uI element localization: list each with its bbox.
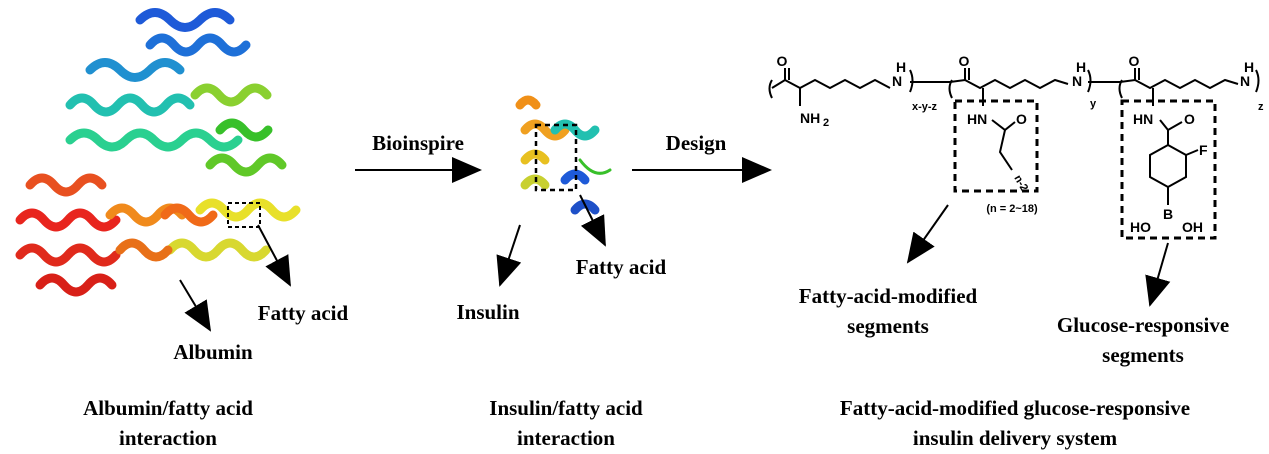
svg-text:H: H <box>896 59 906 75</box>
glucose-segment-label-1: Glucose-responsive <box>1057 313 1229 337</box>
svg-text:O: O <box>959 53 970 69</box>
svg-text:H: H <box>1076 59 1086 75</box>
insulin-structure <box>515 95 612 215</box>
glucose-responsive-box <box>1120 99 1217 240</box>
fatty-acid-segment-label-2: segments <box>847 314 929 338</box>
insulin-caption-1: Insulin/fatty acid <box>489 396 643 420</box>
svg-text:B: B <box>1163 206 1173 222</box>
system-caption-2: insulin delivery system <box>913 426 1118 450</box>
insulin-pointer-arrow <box>496 224 522 287</box>
polymer-structure: O NH 2 N H x-y-z O HN O n-2 N H y (n = 2… <box>768 53 1264 240</box>
fatty-acid-segment-arrow <box>906 204 949 264</box>
design-label: Design <box>666 131 727 155</box>
n-range-label: (n = 2~18) <box>986 203 1038 215</box>
albumin-caption-2: interaction <box>119 426 217 450</box>
albumin-fatty-acid-label: Fatty acid <box>258 301 349 325</box>
svg-text:N: N <box>892 73 902 89</box>
fatty-acid-pointer-arrow <box>257 224 291 287</box>
svg-text:O: O <box>1016 111 1027 127</box>
svg-text:2: 2 <box>823 117 829 129</box>
svg-text:O: O <box>1184 111 1195 127</box>
svg-text:y: y <box>1090 98 1097 110</box>
svg-text:HN: HN <box>967 111 987 127</box>
svg-text:H: H <box>1244 59 1254 75</box>
svg-text:O: O <box>1129 53 1140 69</box>
fatty-acid-box <box>953 99 1039 193</box>
svg-text:z: z <box>1258 101 1264 113</box>
bioinspire-label: Bioinspire <box>372 131 464 155</box>
svg-text:HN: HN <box>1133 111 1153 127</box>
insulin-label: Insulin <box>456 300 519 324</box>
insulin-fatty-acid-pointer-arrow <box>579 194 606 247</box>
insulin-caption-2: interaction <box>517 426 615 450</box>
svg-text:O: O <box>777 53 788 69</box>
svg-text:N: N <box>1072 73 1082 89</box>
glucose-segment-arrow <box>1145 242 1171 307</box>
albumin-pointer-arrow <box>179 279 212 332</box>
svg-text:NH: NH <box>800 110 820 126</box>
albumin-label: Albumin <box>173 340 253 364</box>
glucose-segment-label-2: segments <box>1102 343 1184 367</box>
insulin-fatty-acid-label: Fatty acid <box>576 255 667 279</box>
svg-text:HO: HO <box>1130 219 1151 235</box>
albumin-structure <box>15 8 301 297</box>
albumin-caption-1: Albumin/fatty acid <box>83 396 253 420</box>
fatty-acid-segment-label-1: Fatty-acid-modified <box>799 284 978 308</box>
system-caption-1: Fatty-acid-modified glucose-responsive <box>840 396 1190 420</box>
svg-text:F: F <box>1199 142 1208 158</box>
svg-text:x-y-z: x-y-z <box>912 101 938 113</box>
svg-text:N: N <box>1240 73 1250 89</box>
svg-text:OH: OH <box>1182 219 1203 235</box>
